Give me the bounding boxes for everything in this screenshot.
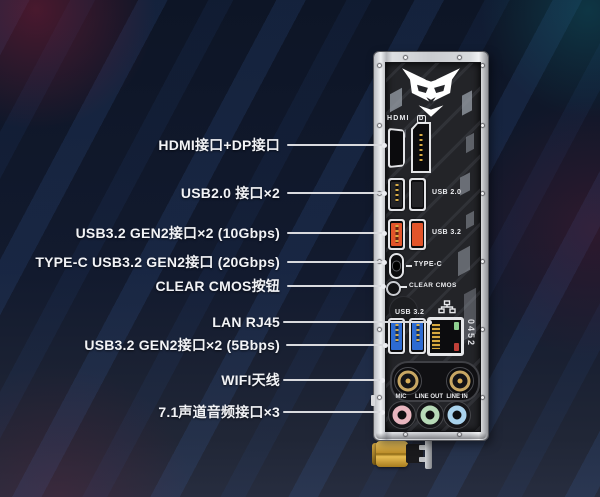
screw-dot xyxy=(458,56,461,59)
ethernet-icon xyxy=(438,300,456,314)
serial-number: 0452 xyxy=(466,319,476,348)
panel-deco-chip xyxy=(458,245,470,277)
hdmi-port-label: HDMI xyxy=(387,115,410,122)
usb2-port-2 xyxy=(409,178,426,211)
sma-clip xyxy=(425,439,432,469)
usb32-gen1-port-1 xyxy=(388,318,405,354)
wolf-logo-icon xyxy=(402,68,460,117)
line-out-label: LINE OUT xyxy=(415,394,443,400)
callout-hdmi-dp: HDMI接口+DP接口 xyxy=(158,137,280,153)
typec-port xyxy=(389,253,404,279)
usb32-gen2-port-2 xyxy=(409,219,426,250)
usb-pins xyxy=(416,324,419,342)
screw-dot xyxy=(404,433,407,436)
leader-line-lan xyxy=(283,319,432,325)
lan-led-green xyxy=(454,322,459,330)
lan-led-red xyxy=(454,343,459,351)
leader-line-clear-cmos xyxy=(287,283,386,289)
mic-jack xyxy=(388,401,416,429)
line-out-jack xyxy=(416,401,444,429)
leader-line-usb20 xyxy=(287,190,387,196)
panel-deco-chip xyxy=(462,90,472,116)
rj45-pins xyxy=(432,324,440,349)
hdmi-port-cavity xyxy=(390,130,403,166)
jack-ring xyxy=(392,405,412,425)
screw-dot xyxy=(481,64,484,67)
mic-label: MIC xyxy=(395,394,407,400)
panel-deco-chip xyxy=(466,210,474,230)
callout-audio: 7.1声道音频接口×3 xyxy=(158,404,280,420)
usb20-panel-label: USB 2.0 xyxy=(432,189,462,196)
usb32-panel-label: USB 3.2 xyxy=(432,229,462,236)
usb-pins xyxy=(395,324,398,342)
cmos-panel-label: CLEAR CMOS xyxy=(409,282,457,289)
jack-ring xyxy=(420,405,440,425)
dp-pins xyxy=(419,134,423,162)
jack-ring xyxy=(447,405,467,425)
hdmi-port xyxy=(388,128,405,168)
usb-pins xyxy=(395,225,398,243)
typec-slot xyxy=(392,260,401,272)
screw-dot xyxy=(458,433,461,436)
leader-line-typec xyxy=(287,259,387,265)
leader-line-usb32-gen1 xyxy=(286,342,388,348)
usb-pins xyxy=(395,184,398,202)
usb32-tongue xyxy=(412,223,423,246)
callout-usb20: USB2.0 接口×2 xyxy=(180,185,280,201)
antenna-center-pin xyxy=(405,378,411,384)
leader-line-usb32-gen2 xyxy=(287,230,387,236)
callout-usb32-gen1: USB3.2 GEN2接口×2 (5Bbps) xyxy=(84,337,280,353)
callout-usb32-gen2: USB3.2 GEN2接口×2 (10Gbps) xyxy=(75,225,280,241)
leader-line-audio xyxy=(283,409,385,415)
line-in-jack xyxy=(443,401,471,429)
screw-dot xyxy=(378,328,381,331)
screw-dot xyxy=(481,260,484,263)
rj45-cavity xyxy=(430,320,461,353)
screw-dot xyxy=(481,328,484,331)
lan-rj45-port xyxy=(427,317,464,356)
cmos-tick-line xyxy=(400,286,407,288)
dp-port xyxy=(411,122,431,173)
usb2-port-1 xyxy=(388,178,405,211)
screw-dot xyxy=(481,396,484,399)
screw-dot xyxy=(378,396,381,399)
sma-tab xyxy=(419,445,429,450)
callout-lan: LAN RJ45 xyxy=(212,314,280,330)
screw-dot xyxy=(378,64,381,67)
sma-tab xyxy=(419,457,429,462)
sma-black-block xyxy=(406,444,423,463)
antenna-center-pin xyxy=(457,378,463,384)
usb32-gen1-panel-label: USB 3.2 xyxy=(395,309,425,316)
leader-line-hdmi-dp xyxy=(287,142,387,148)
panel-deco-chip xyxy=(466,132,474,154)
callout-wifi: WIFI天线 xyxy=(221,372,280,388)
bracket-clip xyxy=(371,395,375,406)
io-panel-bracket: HDMI D USB 2.0 xyxy=(374,52,488,440)
leader-line-wifi xyxy=(283,377,385,383)
callout-clear-cmos: CLEAR CMOS按钮 xyxy=(155,278,280,294)
wifi-antenna-connector-2 xyxy=(446,367,474,395)
screw-dot xyxy=(481,124,484,127)
callout-typec: TYPE-C USB3.2 GEN2接口 (20Gbps) xyxy=(35,254,280,270)
screw-dot xyxy=(404,56,407,59)
line-in-label: LINE IN xyxy=(446,394,468,400)
io-panel-face: HDMI D USB 2.0 xyxy=(385,62,481,432)
panel-deco-chip xyxy=(460,172,470,196)
typec-panel-label: TYPE-C xyxy=(414,261,443,268)
sma-gold-body xyxy=(376,441,408,467)
screw-dot xyxy=(378,124,381,127)
screw-dot xyxy=(481,192,484,195)
dp-logo-icon: D xyxy=(417,115,426,123)
usb32-gen1-port-2 xyxy=(409,318,426,354)
clear-cmos-button xyxy=(386,281,401,296)
wifi-antenna-connector-1 xyxy=(394,367,422,395)
usb2-tongue xyxy=(412,182,423,207)
typec-tick-line xyxy=(406,265,412,267)
wifi-antenna-bar xyxy=(390,361,480,402)
usb32-gen2-port-1 xyxy=(388,219,405,250)
wifi-sma-assembly xyxy=(372,437,444,471)
